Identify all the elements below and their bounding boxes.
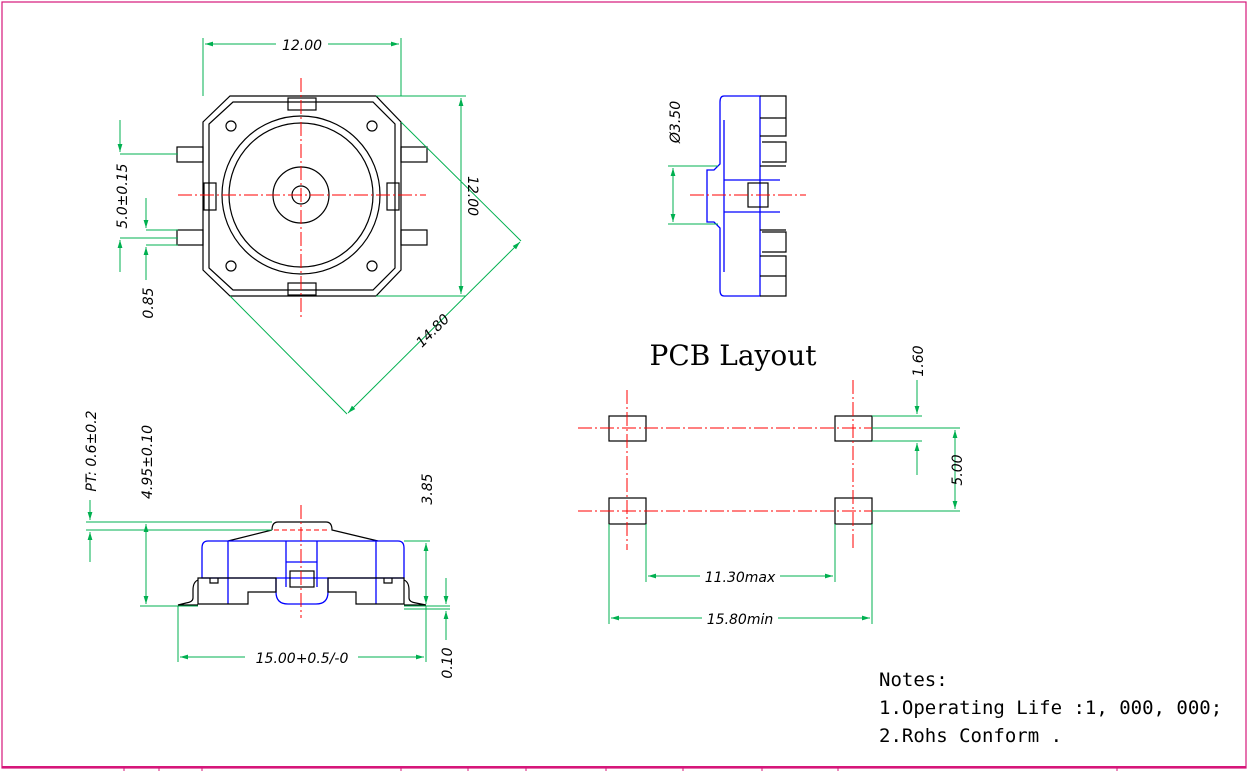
dim-pitch: 5.00 <box>950 454 966 485</box>
top-view <box>117 38 522 415</box>
dim-body-height: 3.85 <box>420 473 436 504</box>
dim-pin-width: 0.85 <box>141 287 157 318</box>
dim-total-height: 4.95±0.10 <box>140 425 156 499</box>
dim-inner: 11.30max <box>705 570 776 586</box>
notes-heading: Notes: <box>879 669 948 691</box>
dim-thickness: 0.10 <box>440 647 456 678</box>
pcb-layout-title: PCB Layout <box>650 339 818 372</box>
dim-pt: PT: 0.6±0.2 <box>84 410 100 491</box>
dim-outer: 15.80min <box>707 612 773 628</box>
side-view <box>668 95 806 297</box>
dim-diameter: Ø3.50 <box>668 101 684 144</box>
pcb-layout <box>578 380 960 624</box>
front-view <box>86 500 450 662</box>
dim-width: 12.00 <box>282 38 322 54</box>
dim-length: 15.00+0.5/-0 <box>256 651 349 667</box>
dim-height: 12.00 <box>464 176 480 216</box>
note-item: 2.Rohs Conform . <box>879 725 1062 747</box>
note-item: 1.Operating Life :1, 000, 000; <box>879 697 1222 719</box>
dim-pad: 1.60 <box>911 345 927 376</box>
dim-diagonal: 14.80 <box>413 311 453 351</box>
dim-pin-pitch: 5.0±0.15 <box>115 163 131 228</box>
